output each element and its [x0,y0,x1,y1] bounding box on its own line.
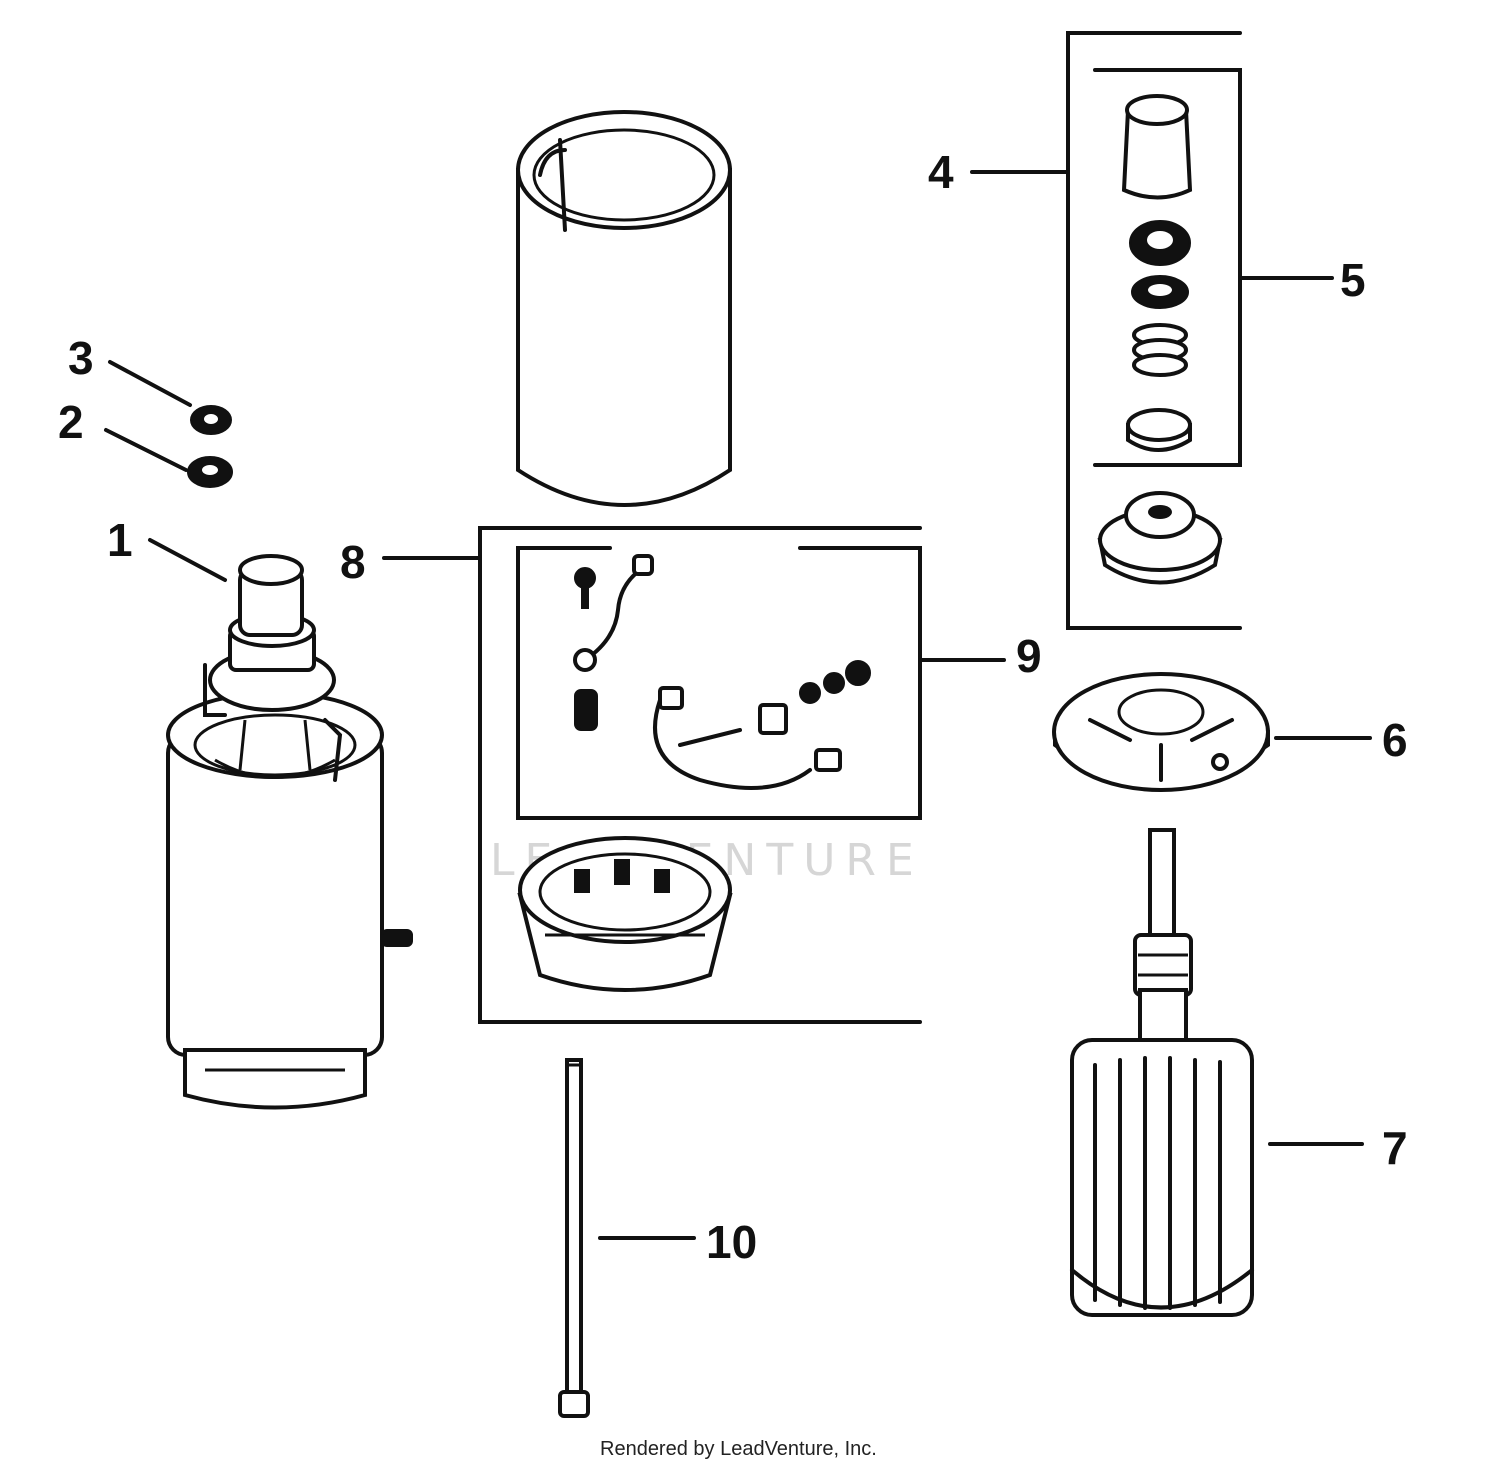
callout-8: 8 [340,536,366,588]
callout-10: 10 [706,1216,757,1268]
callout-3: 3 [68,332,94,384]
starter-motor-assembly[interactable] [166,554,413,1110]
end-plate-part-6[interactable] [1052,672,1270,792]
callout-5: 5 [1340,254,1366,306]
pinion-gear[interactable] [1097,491,1223,585]
group-8-bracket [478,526,922,1024]
callout-4: 4 [928,146,954,198]
group-4-bracket [1066,31,1242,630]
callout-1: 1 [107,514,133,566]
brush-end-cap[interactable] [517,836,733,992]
brush-kit-parts[interactable] [573,554,871,790]
callout-6: 6 [1382,714,1408,766]
nut-part-3[interactable] [190,405,232,435]
frame-housing[interactable] [516,110,732,507]
drive-kit-parts[interactable] [1121,94,1193,452]
callout-2: 2 [58,396,84,448]
through-bolt-part-10[interactable] [558,1058,590,1418]
footer-credit: Rendered by LeadVenture, Inc. [600,1438,877,1460]
group-5-box [1093,68,1242,467]
leader-lines [104,170,1372,1240]
washer-part-2[interactable] [187,456,233,488]
group-9-box [516,546,922,820]
callout-7: 7 [1382,1122,1408,1174]
armature-part-7[interactable] [1070,828,1254,1317]
callout-9: 9 [1016,630,1042,682]
